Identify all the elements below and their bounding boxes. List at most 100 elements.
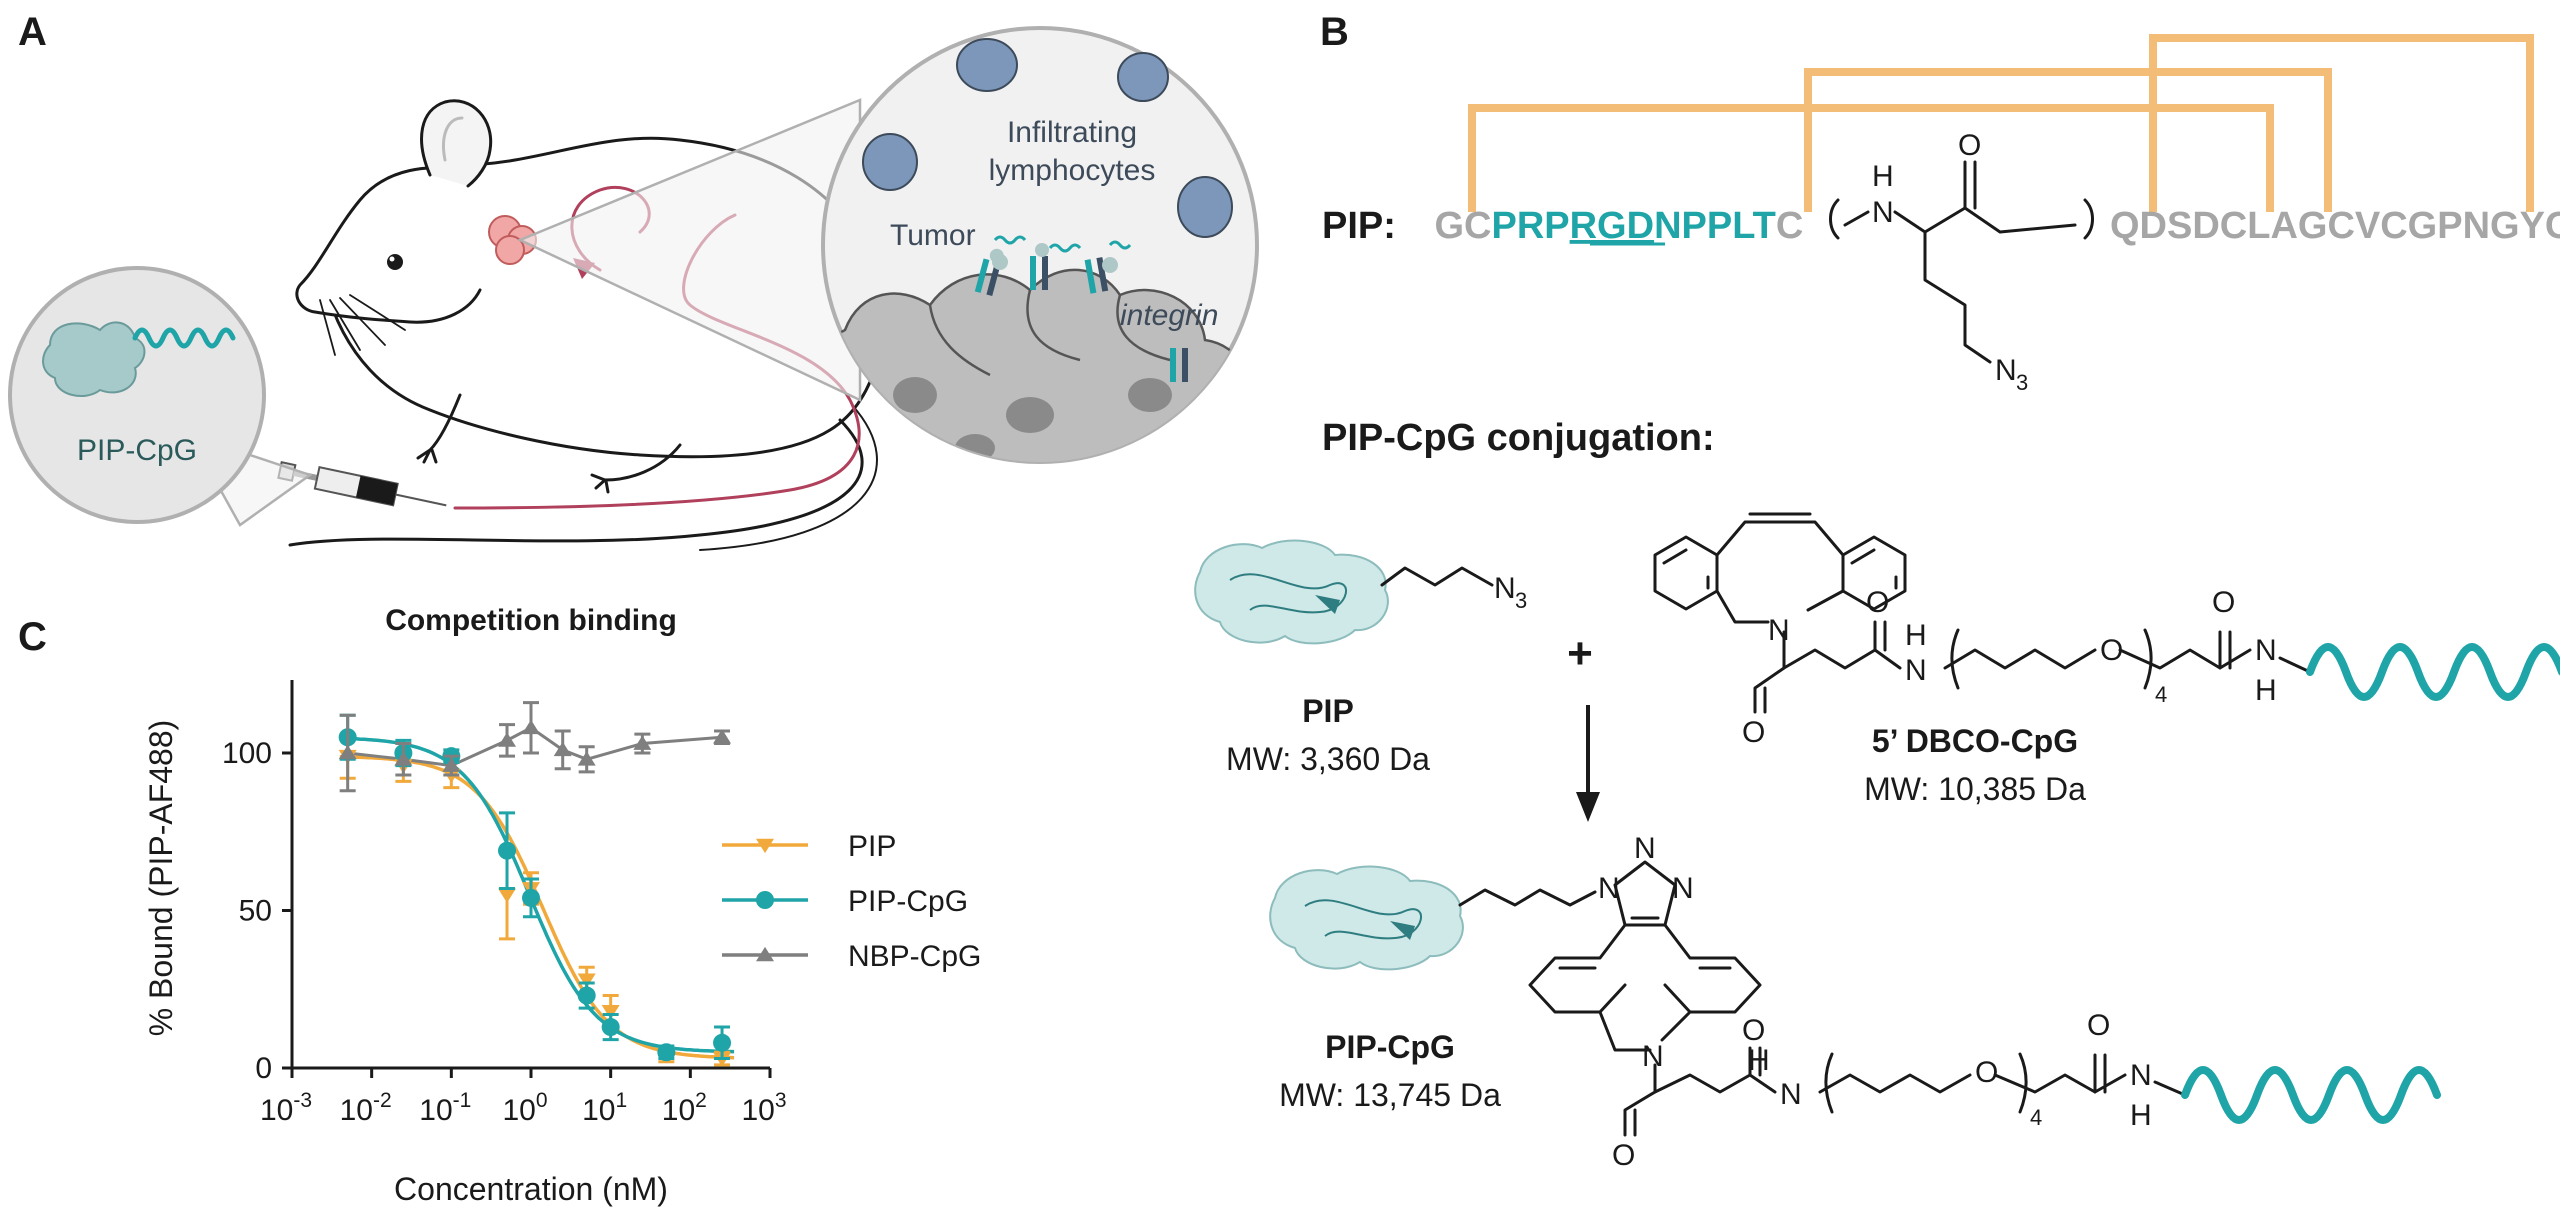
mouse-inner-ear [442,116,464,162]
dbco-peg-o: O [2100,634,2123,667]
legend-label-pip: PIP [848,830,896,863]
pip-name: PIP [1302,693,1354,729]
mouse-tail-black [288,418,864,547]
atom-h: H [1872,160,1894,193]
integrin-label: integrin [1120,299,1218,332]
mouse-head-outline [295,166,482,324]
product-amide-n: N [1780,1078,1802,1111]
y-axis-label: % Bound (PIP-AF488) [143,720,179,1037]
panel-a: A [8,10,1259,551]
product-peg-sub: 4 [2030,1105,2042,1130]
legend-marker-nbp-cpg [756,946,774,962]
product-o2: O [1742,1014,1765,1047]
panel-c-label: C [18,615,47,659]
data-point-nbp-cpg [442,757,461,772]
y-tick-label: 50 [239,895,272,928]
pip-azide-n: N [1494,572,1516,605]
seq-rgd: RGD [1570,205,1654,247]
pip-cpg-zoom-circle: PIP-CpG [8,266,313,527]
data-point-pip [577,973,596,988]
dbco-amide-h: H [1905,619,1927,652]
seq-c: C [1776,205,1803,247]
pipcpg-name: PIP-CpG [1325,1029,1455,1065]
product-amide-h: H [1748,1044,1770,1077]
legend-label-nbp-cpg: NBP-CpG [848,940,981,973]
integrin-receptors [974,235,1188,382]
zoom-text-infiltrating: Infiltrating [1007,116,1137,149]
dbco-end-n: N [2255,634,2277,667]
data-point-pip-cpg [522,888,540,907]
product-end-n: N [2130,1059,2152,1092]
pip-cpg-label: PIP-CpG [77,434,197,467]
tumor-label: Tumor [890,219,976,252]
data-point-nbp-cpg [713,729,732,744]
dbco-cpg-structure: N O O N H O 4 O N H [1653,512,2560,749]
product-peg-o: O [1975,1056,1998,1089]
zoom-text-lymphocytes: lymphocytes [989,154,1156,187]
legend-marker-pip [756,838,774,854]
seq-gc: GC [1434,205,1491,247]
pip-cpg-product-structure: N N N N O O N H O 4 O N H [1458,832,2441,1172]
data-point-nbp-cpg [498,732,517,747]
pip-cpg-product-helix [2181,1066,2441,1124]
y-tick-label: 100 [222,737,272,770]
pip-protein-icon [1194,539,1389,645]
pipcpg-mw: MW: 13,745 Da [1279,1077,1501,1113]
bridge-3 [2149,34,2534,212]
product-o3: O [2087,1009,2110,1042]
mouse-front-paw [416,393,462,464]
dbco-peg-sub: 4 [2155,682,2167,707]
pip-prefix: PIP: [1322,205,1396,247]
seq-tail: QDSDCLAGCVCGPNGYCG [2110,205,2560,247]
x-tick-label: 10-3 [260,1089,312,1127]
data-point-nbp-cpg [577,751,596,766]
data-point-pip-cpg [498,841,517,860]
atom-n3-sub: 3 [2016,370,2028,395]
x-tick-label: 103 [741,1089,786,1127]
pip-mw: MW: 3,360 Da [1226,741,1430,777]
product-n: N [1642,1040,1664,1073]
tumor-zoom-circle: Infiltrating lymphocytes Tumor integrin [821,26,1259,464]
lymphocytes [862,38,1233,238]
syringe-icon [277,460,447,507]
dbco-cpg-helix [2306,643,2560,701]
fit-curve-pip [339,755,735,1060]
x-tick-label: 10-1 [419,1089,471,1127]
data-point-nbp-cpg [338,744,357,760]
lymphocyte-3 [862,133,918,191]
dbco-o2: O [1866,586,1889,619]
disulfide-bridges [1468,34,2534,212]
pip-blob [42,321,146,397]
pip-cpg-product-protein [1269,865,1464,971]
reaction-arrow [1576,705,1600,822]
mouse-ear [420,99,493,188]
mouse-whiskers [319,294,406,356]
atom-n3: N [1995,354,2017,387]
x-tick-label: 100 [502,1089,547,1127]
bridge-1 [1468,104,2274,212]
x-tick-label: 10-2 [340,1089,392,1127]
legend-marker-pip-cpg [756,891,774,909]
dbco-o3: O [2212,586,2235,619]
atom-o: O [1958,129,1981,162]
panel-a-label: A [18,10,47,54]
lymphocyte-2 [1117,52,1169,102]
azidolysine-structure: N H O N 3 [1829,129,2094,395]
product-o1: O [1612,1139,1635,1172]
triazole-n2: N [1634,832,1656,865]
data-point-nbp-cpg [522,719,540,735]
data-point-pip-cpg [577,986,596,1005]
data-point-nbp-cpg [394,751,413,766]
x-tick-label: 102 [662,1089,707,1127]
pip-sequence-line: PIP: GCPRPRGDNPPLTC [1322,205,1803,247]
plus-sign: + [1567,629,1593,678]
data-point-pip [498,888,517,903]
seq-prp: PRP [1491,205,1569,247]
triazole-n3: N [1672,872,1694,905]
lymphocyte-1 [956,38,1018,92]
legend-label-pip-cpg: PIP-CpG [848,885,968,918]
data-point-nbp-cpg [633,735,652,750]
bridge-2 [1804,68,2332,212]
